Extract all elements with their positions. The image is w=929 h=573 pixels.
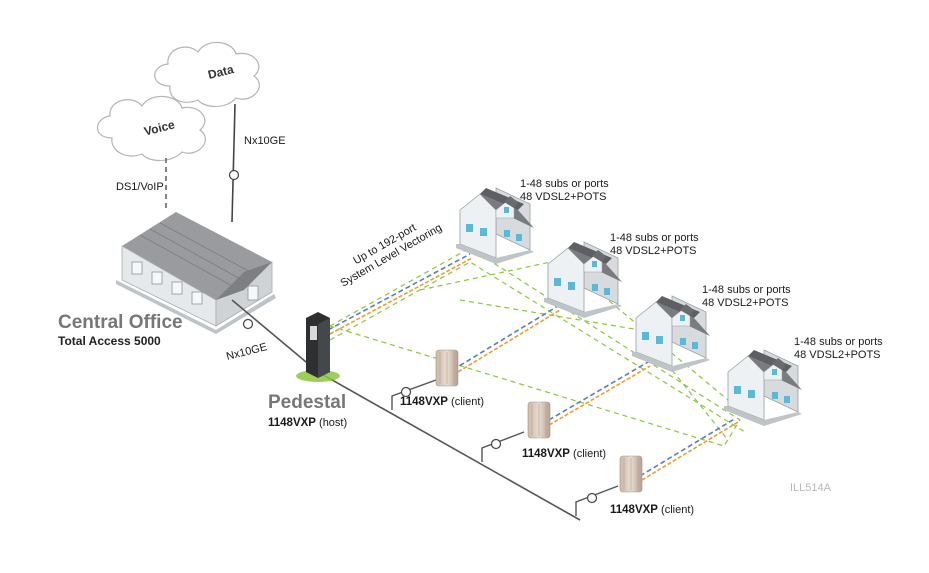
pair-to-house-1 bbox=[327, 253, 473, 335]
client-3-connector bbox=[586, 492, 598, 504]
central-office-building bbox=[116, 212, 276, 334]
house-1-label: 1-48 subs or ports 48 VDSL2+POTS bbox=[520, 178, 609, 203]
house-1-service: 48 VDSL2+POTS bbox=[520, 190, 607, 203]
client-unit-1 bbox=[435, 349, 459, 387]
house-2-label: 1-48 subs or ports 48 VDSL2+POTS bbox=[610, 232, 699, 257]
house-4 bbox=[723, 349, 803, 427]
house-3-service: 48 VDSL2+POTS bbox=[702, 296, 789, 309]
branch-client-1 bbox=[391, 379, 437, 410]
house-3 bbox=[631, 295, 711, 373]
house-2-ports: 1-48 subs or ports bbox=[610, 232, 699, 244]
client-1-model: 1148VXP bbox=[400, 396, 448, 408]
co-link-connector bbox=[242, 318, 254, 330]
pair-to-house-4 bbox=[639, 417, 739, 481]
client-1-role: (client) bbox=[451, 396, 485, 408]
client-3-label: 1148VXP (client) bbox=[610, 504, 694, 517]
client-unit-3 bbox=[619, 455, 643, 493]
client-1-label: 1148VXP (client) bbox=[400, 396, 484, 409]
figure-id-stamp: ILL514A bbox=[790, 482, 831, 494]
client-2-role: (client) bbox=[573, 448, 607, 460]
pedestal-unit-model: 1148VXP bbox=[268, 417, 316, 429]
house-4-service: 48 VDSL2+POTS bbox=[794, 348, 881, 361]
client-1-connector bbox=[400, 386, 412, 398]
house-3-label: 1-48 subs or ports 48 VDSL2+POTS bbox=[702, 284, 791, 309]
branch-client-3 bbox=[575, 485, 619, 516]
house-2-service: 48 VDSL2+POTS bbox=[610, 244, 697, 257]
pedestal-unit-role: (host) bbox=[319, 417, 348, 429]
client-2-connector bbox=[490, 438, 502, 450]
central-office-subtitle: Total Access 5000 bbox=[58, 334, 161, 348]
pair-to-house-3 bbox=[541, 361, 651, 429]
data-uplink-line bbox=[231, 103, 236, 223]
pedestal-title: Pedestal bbox=[268, 392, 347, 413]
house-1-ports: 1-48 subs or ports bbox=[520, 178, 609, 190]
branch-client-2 bbox=[481, 431, 525, 462]
voice-link-label: DS1/VoIP bbox=[116, 181, 164, 193]
client-2-model: 1148VXP bbox=[522, 448, 570, 460]
client-2-label: 1148VXP (client) bbox=[522, 448, 606, 461]
client-unit-2 bbox=[527, 401, 551, 439]
voice-cloud bbox=[96, 95, 206, 162]
data-uplink-connector bbox=[228, 169, 240, 181]
data-cloud bbox=[154, 41, 260, 108]
client-3-model: 1148VXP bbox=[610, 504, 658, 516]
house-3-ports: 1-48 subs or ports bbox=[702, 284, 791, 296]
central-office-title: Central Office bbox=[58, 312, 183, 333]
pedestal-unit-label: 1148VXP (host) bbox=[268, 417, 347, 430]
house-4-ports: 1-48 subs or ports bbox=[794, 336, 883, 348]
pedestal-cabinet bbox=[296, 312, 340, 382]
uplink-label: Nx10GE bbox=[244, 135, 286, 147]
pair-to-house-2 bbox=[445, 305, 561, 379]
house-4-label: 1-48 subs or ports 48 VDSL2+POTS bbox=[794, 336, 883, 361]
client-3-role: (client) bbox=[661, 504, 695, 516]
